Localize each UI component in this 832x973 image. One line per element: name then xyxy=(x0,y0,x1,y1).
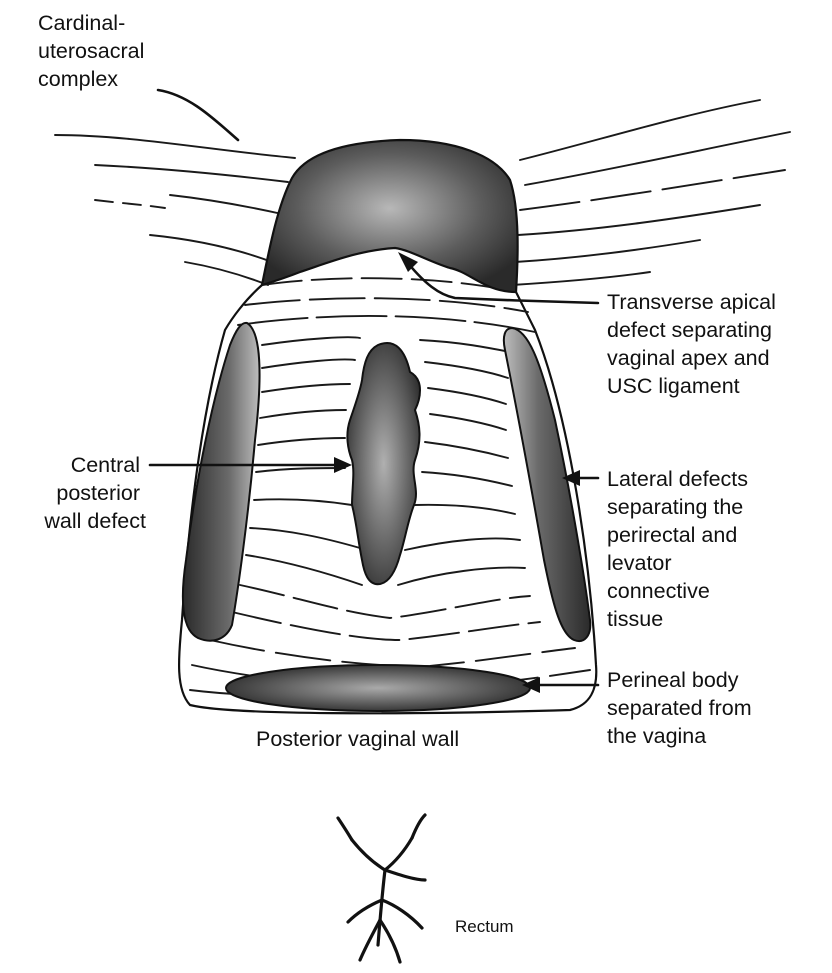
label-lateral-defects: Lateral defects separating the perirecta… xyxy=(607,467,754,631)
leader-cardinal xyxy=(158,90,238,140)
vaginal-apex xyxy=(262,140,518,292)
label-posterior-vaginal-wall: Posterior vaginal wall xyxy=(256,727,459,751)
label-central-posterior: Central posterior wall defect xyxy=(43,453,146,533)
uterosacral-fibers-right xyxy=(512,100,790,285)
label-cardinal-uterosacral: Cardinal- uterosacral complex xyxy=(38,11,150,91)
label-transverse-apical: Transverse apical defect separating vagi… xyxy=(607,290,782,398)
label-perineal-body: Perineal body separated from the vagina xyxy=(607,668,758,748)
arrowhead-central xyxy=(334,457,352,473)
rectum-icon xyxy=(338,815,425,962)
label-rectum: Rectum xyxy=(455,917,514,936)
perineal-body xyxy=(226,665,530,711)
uterosacral-fibers-left xyxy=(55,135,295,285)
